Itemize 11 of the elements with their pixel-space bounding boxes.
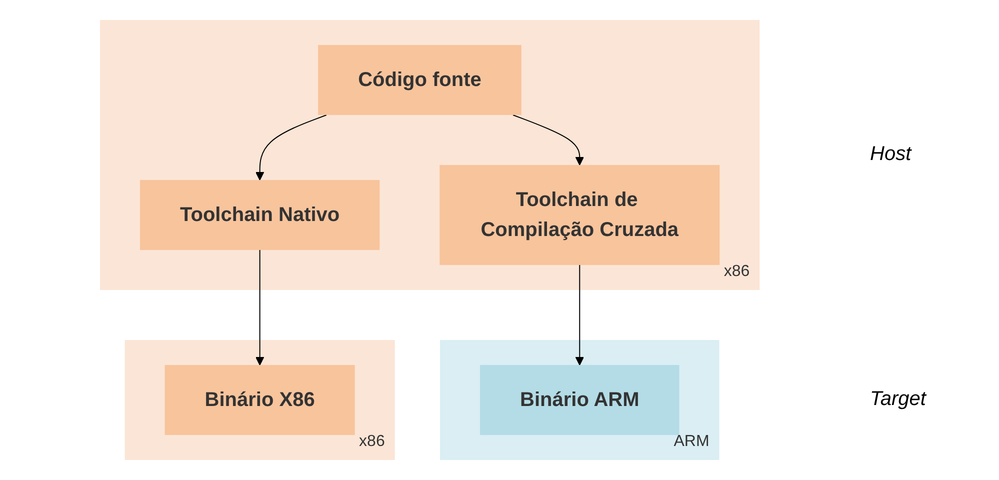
side-label: Host: [870, 143, 912, 166]
node-box: Toolchain Nativo: [140, 180, 380, 250]
arrow: [256, 250, 264, 366]
arrow: [575, 264, 584, 366]
arrow: [256, 114, 328, 180]
node-box: Toolchain de Compilação Cruzada: [440, 165, 720, 265]
side-label: Target: [870, 388, 926, 411]
node-box: Binário ARM: [480, 365, 680, 435]
node-box: Código fonte: [318, 45, 522, 115]
node-box: Binário X86: [164, 365, 356, 435]
arrow: [512, 114, 584, 166]
